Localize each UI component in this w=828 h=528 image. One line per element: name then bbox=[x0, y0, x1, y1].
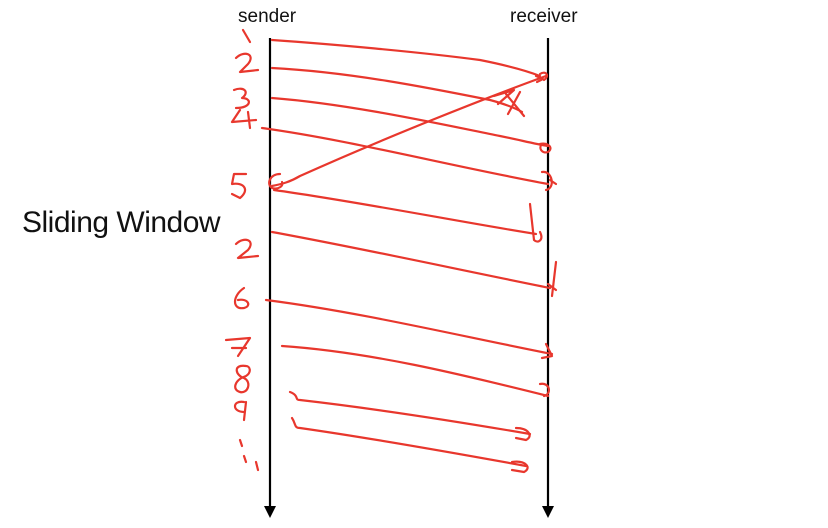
frame-5-line bbox=[272, 188, 538, 236]
num-3 bbox=[232, 87, 250, 110]
ack-origin-mark bbox=[538, 71, 549, 82]
frame-9-received-mark bbox=[510, 460, 529, 474]
frame-6-line bbox=[264, 298, 554, 356]
frame-4-received-mark bbox=[540, 170, 558, 192]
handwritten-sequence-numbers bbox=[224, 28, 260, 472]
frame-5-received-mark bbox=[528, 202, 543, 243]
sender-label: sender bbox=[238, 6, 297, 27]
frame-2-retransmit-mark bbox=[546, 260, 558, 298]
num-7 bbox=[224, 336, 252, 358]
sender-arrowhead bbox=[264, 506, 276, 518]
frame-8-received-mark bbox=[514, 426, 531, 442]
num-4 bbox=[230, 108, 258, 130]
frame-2-lost-mark bbox=[504, 90, 526, 118]
frame-7-line bbox=[280, 344, 550, 398]
frame-6-received-mark bbox=[540, 342, 554, 360]
diagram-title: Sliding Window bbox=[22, 206, 221, 239]
frame-3-line bbox=[270, 96, 550, 148]
num-2-retransmit bbox=[234, 238, 260, 260]
frame-3-received-mark bbox=[538, 142, 552, 154]
num-9 bbox=[233, 400, 248, 422]
frame-2-retransmit-line bbox=[270, 230, 552, 290]
frame-2-line bbox=[270, 66, 524, 114]
frame-1-line bbox=[270, 38, 542, 78]
ack-arrive-mark bbox=[268, 172, 284, 190]
frame-8-line bbox=[288, 390, 532, 436]
frame-4-line bbox=[260, 126, 550, 186]
num-continuation bbox=[238, 438, 260, 472]
num-6 bbox=[233, 286, 250, 310]
num-5 bbox=[230, 172, 248, 200]
num-8 bbox=[234, 364, 251, 394]
frame-9-line bbox=[290, 416, 528, 468]
receiver-arrowhead bbox=[542, 506, 554, 518]
num-2-first bbox=[234, 52, 260, 74]
ack-arrowhead bbox=[492, 88, 516, 106]
frame-1-received-mark bbox=[534, 74, 545, 84]
frame-7-received-mark bbox=[538, 382, 550, 398]
receiver-label: receiver bbox=[510, 6, 578, 27]
num-1 bbox=[241, 28, 252, 44]
